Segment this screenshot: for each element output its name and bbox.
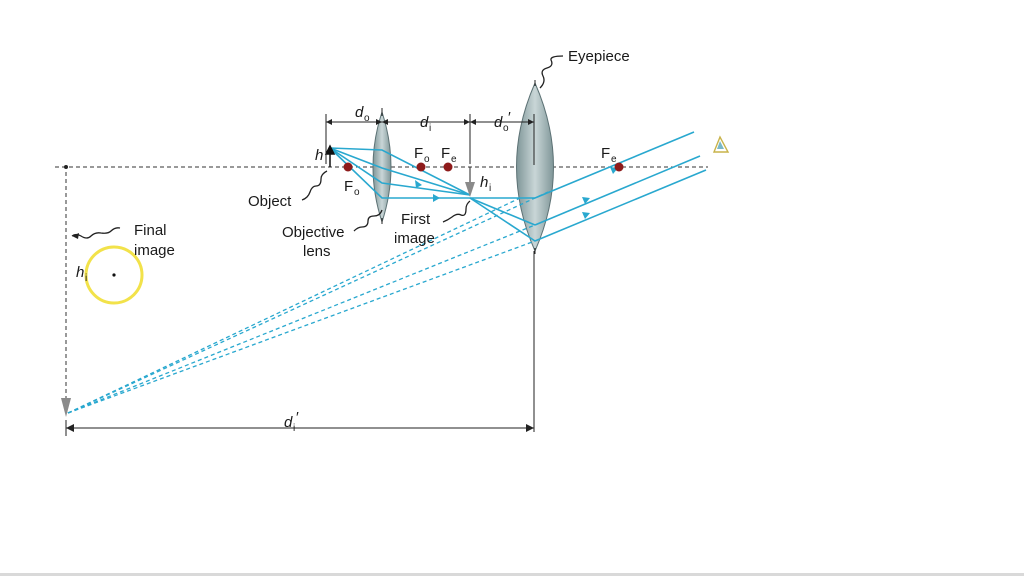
objective-lens-label-1: Objective <box>282 224 345 241</box>
do-label: d <box>355 104 364 121</box>
first-image-label-1: First <box>401 211 431 228</box>
eyepiece-label: Eyepiece <box>568 48 630 65</box>
first-image-height-sub: i <box>489 183 491 194</box>
do-prime-mark: ′ <box>508 109 511 126</box>
fe-right-sub: e <box>611 154 617 165</box>
bottom-dimension-line <box>65 420 534 436</box>
first-image-arrow <box>465 182 475 197</box>
bottom-border <box>0 573 1024 576</box>
object-arrow <box>324 144 336 167</box>
top-dimension-line <box>325 114 535 165</box>
di-sub: i <box>429 123 431 134</box>
final-image-height-sub: i <box>85 273 87 284</box>
virtual-rays <box>67 191 549 414</box>
objective-lens-label-2: lens <box>303 243 331 260</box>
di-prime-label: d <box>284 414 293 431</box>
pencil-cursor-icon <box>712 135 730 153</box>
final-image-label-1: Final <box>134 222 167 239</box>
di-label: d <box>420 114 429 131</box>
fe-left-sub: e <box>451 154 457 165</box>
object-height-label: h <box>315 147 323 164</box>
first-image-leader <box>442 200 471 223</box>
object-leader <box>301 170 328 201</box>
objective-lens <box>372 110 392 224</box>
fo-right-label: F <box>414 145 423 162</box>
cursor-highlight-ring <box>84 245 144 305</box>
focal-point-fo-right <box>416 162 426 172</box>
fo-right-sub: o <box>424 154 430 165</box>
do-sub: o <box>364 113 370 124</box>
focal-point-fe-right <box>614 162 624 172</box>
objective-leader <box>353 209 383 232</box>
fe-right-label: F <box>601 145 610 162</box>
final-image-height-label: h <box>76 264 84 281</box>
focal-point-fe-left <box>443 162 453 172</box>
intermediate-rays <box>469 197 536 242</box>
objective-rays <box>329 147 471 199</box>
fo-left-sub: o <box>354 187 360 198</box>
object-label: Object <box>248 193 292 210</box>
final-image-label-2: image <box>134 242 175 259</box>
first-image-height-label: h <box>480 174 488 191</box>
di-prime-mark: ′ <box>296 409 299 426</box>
final-image-leader <box>71 227 121 239</box>
eyepiece-leader <box>539 55 564 89</box>
final-image-arrow <box>61 398 71 417</box>
eyepiece-lens <box>516 81 554 253</box>
emerging-rays <box>534 131 707 242</box>
first-image-label-2: image <box>394 230 435 247</box>
do-prime-sub: o <box>503 123 509 134</box>
di-prime-sub: i <box>293 423 295 434</box>
fo-left-label: F <box>344 178 353 195</box>
do-prime-label: d <box>494 114 503 131</box>
fe-left-label: F <box>441 145 450 162</box>
focal-point-fo-left <box>343 162 353 172</box>
